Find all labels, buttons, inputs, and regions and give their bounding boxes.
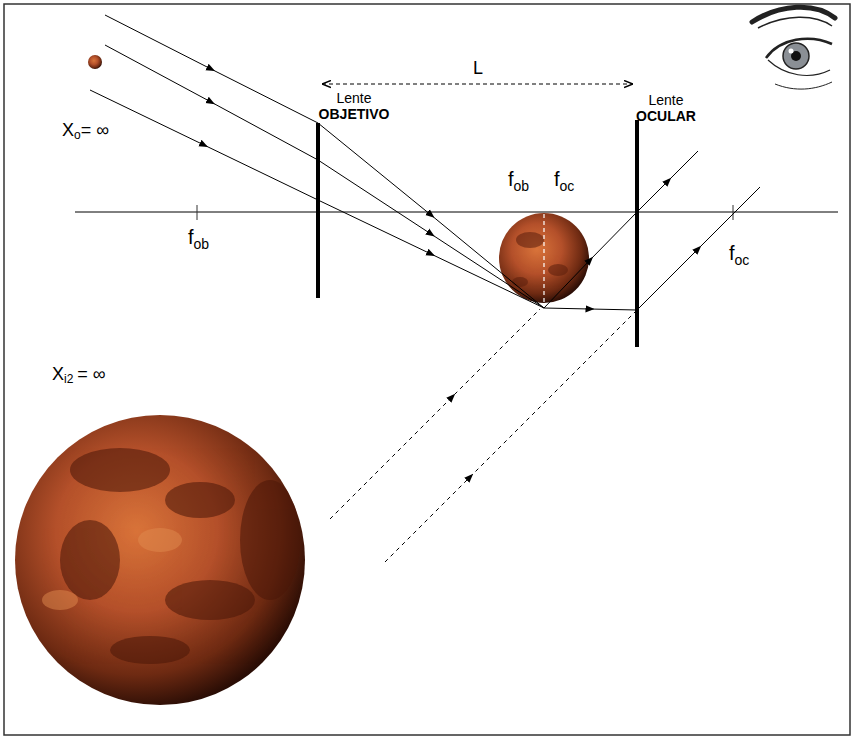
final-image <box>15 415 305 705</box>
subscript: oc <box>735 252 750 268</box>
eye-sketch <box>752 7 835 89</box>
virtual-rays <box>330 309 637 562</box>
length-label: L <box>473 58 483 79</box>
object-distance: = ∞ <box>81 120 109 141</box>
focal-plane <box>543 200 544 306</box>
subscript: o <box>74 129 81 143</box>
distant-planet <box>88 55 102 69</box>
focal-tick <box>197 205 198 220</box>
subscript: oc <box>560 178 575 194</box>
subscript: ob <box>194 236 210 252</box>
eyepiece-lens <box>635 120 639 347</box>
lens-label: Lente <box>336 90 371 106</box>
focal-label: f <box>188 226 194 249</box>
lens-label: Lente <box>648 92 683 108</box>
image-distance: = ∞ <box>77 364 105 385</box>
length-dimension <box>322 84 633 85</box>
subscript: ob <box>514 178 530 194</box>
focal-label: f <box>508 168 514 191</box>
light-rays <box>90 15 760 310</box>
focal-tick <box>733 205 734 220</box>
lens-name: OCULAR <box>636 108 696 124</box>
focal-label: f <box>554 168 560 191</box>
image-distance: X <box>52 364 64 385</box>
object-distance: X <box>62 120 74 141</box>
objective-lens <box>316 123 320 298</box>
focal-label: f <box>729 242 735 265</box>
frame <box>4 4 850 735</box>
subscript: i2 <box>64 373 73 387</box>
lens-name: OBJETIVO <box>319 106 390 122</box>
optical-axis <box>75 212 838 213</box>
